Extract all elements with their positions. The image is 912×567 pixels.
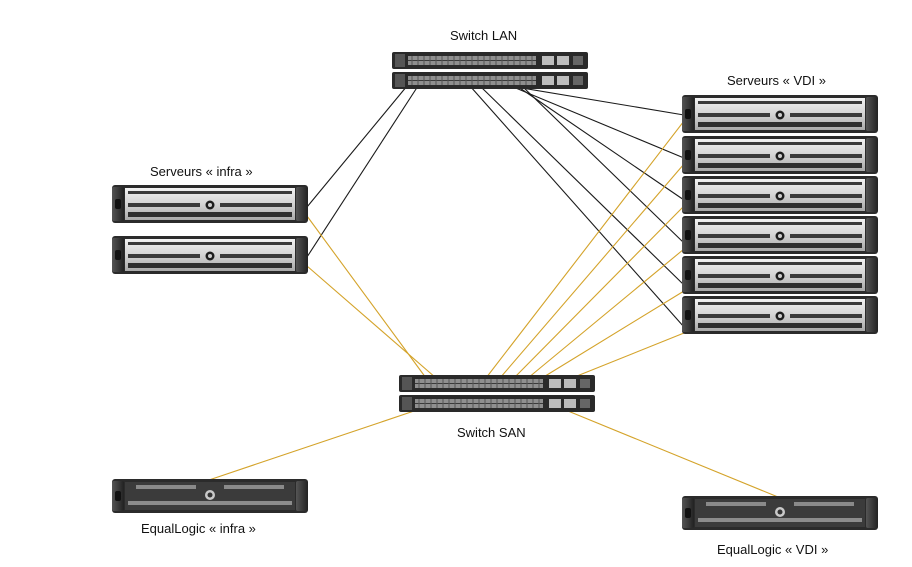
lan-link-vdi-2: [505, 83, 685, 159]
san-link-vdi-4: [527, 248, 685, 379]
storage-array-icon: [682, 496, 878, 530]
lan-link-vdi-3: [513, 83, 685, 201]
network-switch-icon: [398, 394, 596, 413]
label-equallogic-vdi: EqualLogic « VDI »: [717, 542, 829, 557]
san-link-infra-1: [306, 215, 427, 379]
switch-lan: [391, 51, 589, 90]
san-link-storage-vdi: [567, 410, 779, 498]
network-switch-icon: [391, 51, 589, 70]
rack-server-icon: [682, 256, 878, 294]
network-switch-icon: [398, 374, 596, 393]
san-link-vdi-5: [541, 290, 685, 379]
rack-server-icon: [682, 136, 878, 174]
lan-links: [306, 83, 685, 328]
rack-server-icon: [112, 236, 308, 274]
san-link-vdi-3: [513, 205, 685, 379]
label-switch-san: Switch SAN: [457, 425, 526, 440]
label-equallogic-infra: EqualLogic « infra »: [141, 521, 256, 536]
san-links: [208, 120, 779, 498]
network-switch-icon: [391, 71, 589, 90]
lan-link-vdi-4: [521, 85, 685, 244]
label-servers-vdi: Serveurs « VDI »: [727, 73, 826, 88]
rack-server-icon: [112, 185, 308, 223]
servers-infra: [112, 185, 308, 274]
san-link-vdi-2: [499, 163, 685, 379]
san-link-storage-infra: [208, 410, 415, 481]
storage-array-icon: [112, 479, 308, 513]
lan-link-infra-1: [306, 85, 408, 208]
servers-vdi: [682, 95, 878, 334]
label-servers-infra: Serveurs « infra »: [150, 164, 253, 179]
label-switch-lan: Switch LAN: [450, 28, 518, 43]
san-link-vdi-6: [571, 332, 685, 379]
rack-server-icon: [682, 216, 878, 254]
rack-server-icon: [682, 296, 878, 334]
lan-link-vdi-6: [469, 85, 685, 328]
san-link-infra-2: [306, 265, 437, 379]
lan-link-infra-2: [306, 85, 419, 258]
lan-link-vdi-1: [497, 83, 685, 116]
lan-link-vdi-5: [479, 85, 685, 286]
san-link-vdi-1: [485, 120, 685, 379]
switch-san: [398, 374, 596, 413]
rack-server-icon: [682, 95, 878, 133]
rack-server-icon: [682, 176, 878, 214]
